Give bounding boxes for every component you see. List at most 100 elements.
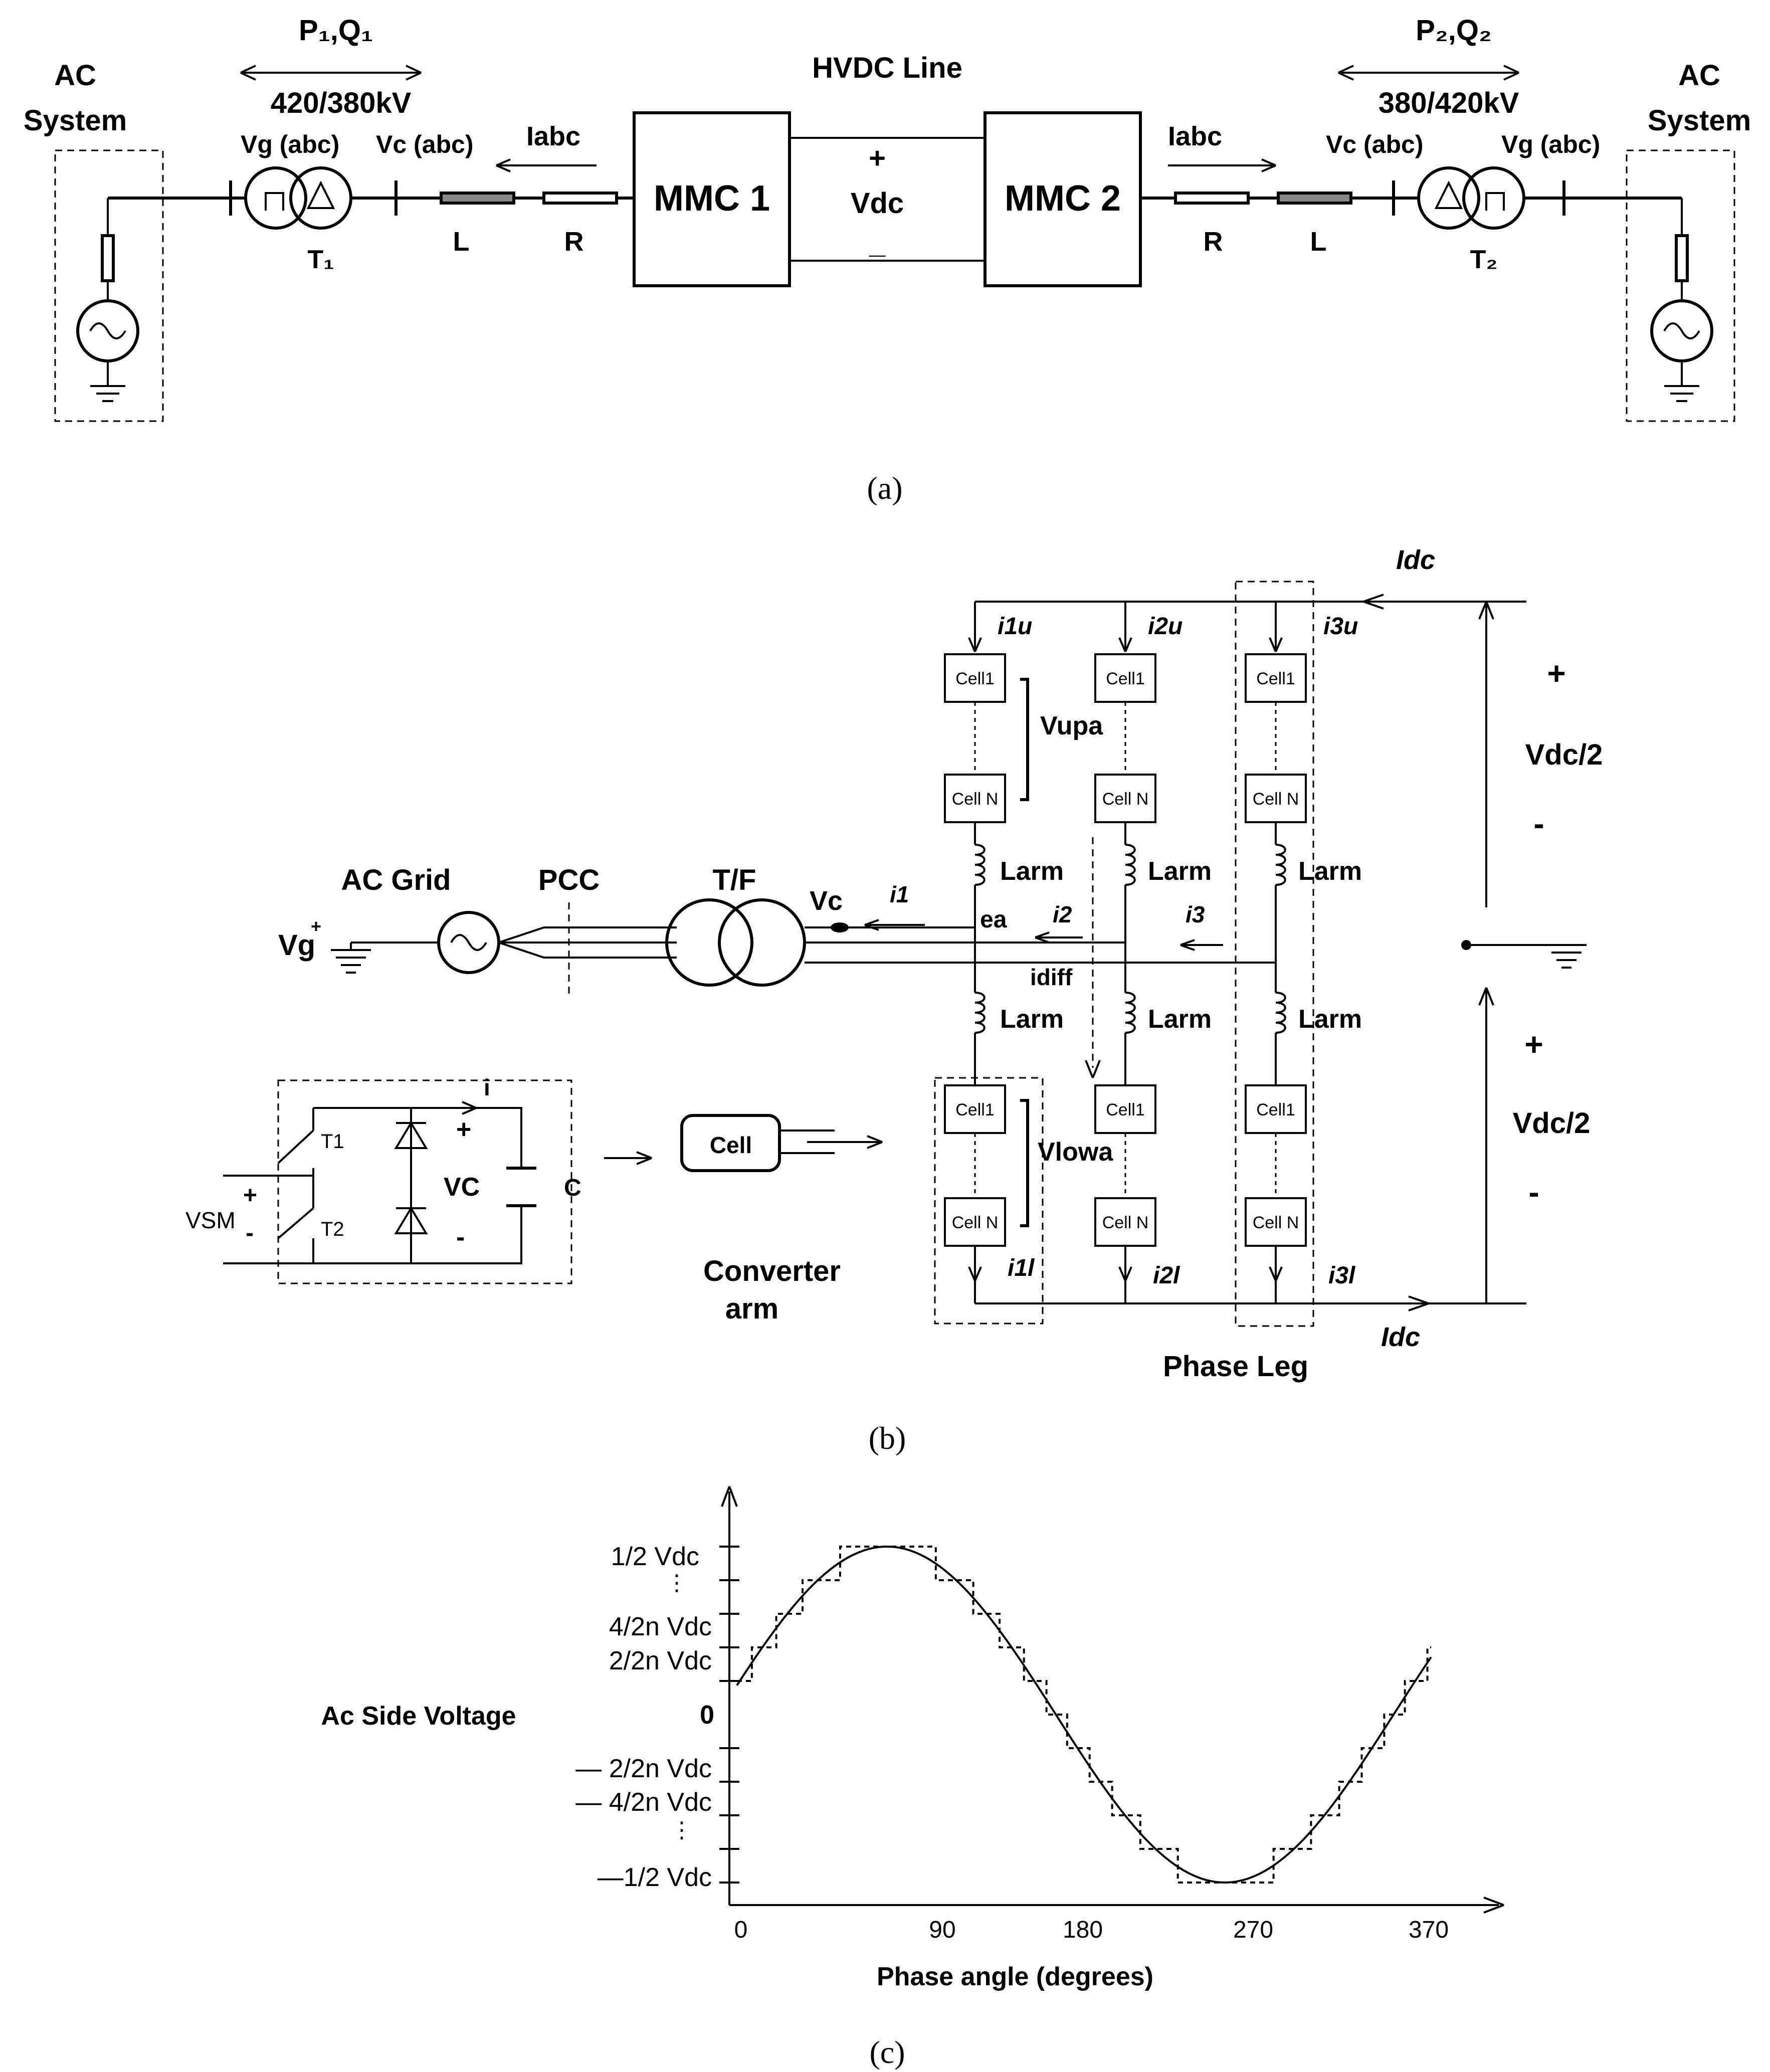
celln-upper-leg2 — [1094, 774, 1156, 823]
ytick-4-2n: 4/2n Vdc — [609, 1612, 712, 1641]
vc-left: Vc (abc) — [376, 130, 474, 158]
vg-left: Vg (abc) — [241, 130, 339, 158]
vc-label: Vc — [810, 886, 843, 916]
dc-minus: _ — [869, 227, 886, 260]
ac-system-left-line1: AC — [54, 59, 96, 92]
xtick-90: 90 — [929, 1917, 955, 1943]
switch-t2 — [277, 1168, 314, 1239]
cell1-lower-leg3 — [1245, 1084, 1307, 1134]
i3l-label: i3l — [1328, 1262, 1356, 1289]
idc-top: Idc — [1396, 545, 1435, 575]
vdc-label: Vdc — [851, 187, 904, 220]
tf-label: T/F — [713, 864, 756, 896]
cell-block — [680, 1114, 781, 1172]
resistor-r-right — [1174, 192, 1250, 205]
ground-grid-icon — [331, 949, 371, 974]
ytick-half: 1/2 Vdc — [611, 1542, 699, 1571]
dc-minus-bottom: - — [1528, 1174, 1539, 1210]
ytick-neg-half: —1/2 Vdc — [598, 1863, 712, 1892]
mmc1-box — [633, 111, 791, 287]
submodule-box — [277, 1079, 572, 1284]
iabc-left: Iabc — [526, 121, 580, 151]
vc-minus: - — [456, 1223, 465, 1252]
t2-label: T₂ — [1470, 245, 1498, 274]
mmc2-box — [984, 111, 1142, 287]
celln-upper-leg2-label: Cell N — [1102, 790, 1149, 809]
ac-system-right-line2: System — [1648, 104, 1751, 137]
vg-right: Vg (abc) — [1501, 130, 1600, 158]
dc-plus: + — [869, 142, 886, 174]
transformer-t1-primary — [244, 166, 307, 230]
voltage-380-420: 380/420kV — [1379, 87, 1519, 119]
pcc-label: PCC — [538, 864, 600, 896]
phase-leg-label: Phase Leg — [1163, 1350, 1308, 1383]
sine-wave — [736, 1545, 1432, 1884]
converter-arm-line1: Converter — [703, 1255, 841, 1287]
xtick-180: 180 — [1063, 1917, 1103, 1943]
vc-plus: + — [456, 1115, 471, 1144]
idiff-label: idiff — [1030, 964, 1073, 990]
cell1-upper-leg3-label: Cell1 — [1256, 669, 1295, 688]
resistor-left — [101, 234, 115, 282]
vsm-minus: - — [246, 1220, 254, 1246]
ground-dc-icon — [1546, 944, 1587, 969]
mmc1-label: MMC 1 — [654, 178, 770, 219]
cell1-upper-leg1 — [944, 653, 1006, 703]
t1-label: T₁ — [307, 245, 334, 274]
t2-switch-label: T2 — [321, 1218, 344, 1240]
vdc2-top: Vdc/2 — [1525, 738, 1603, 771]
hvdc-line-label: HVDC Line — [812, 52, 962, 84]
x-axis-label: Phase angle (degrees) — [877, 1962, 1153, 1991]
diode-lower — [394, 1206, 428, 1234]
r-label-right: R — [1204, 227, 1223, 257]
phase-leg-3: Cell1 Cell N Cell1 Cell N — [1235, 581, 1314, 1327]
ground-right-icon — [1664, 385, 1699, 402]
larm-label-1u: Larm — [1000, 857, 1064, 886]
i2u-label: i2u — [1148, 613, 1183, 640]
xtick-0: 0 — [734, 1917, 748, 1943]
vlowa-label: Vlowa — [1038, 1138, 1113, 1167]
inductor-l-right — [1277, 192, 1352, 205]
i1u-label: i1u — [998, 613, 1032, 640]
panel-c: 1/2 Vdc ⋮ 4/2n Vdc 2/2n Vdc 0 — 2/2n Vdc… — [321, 1486, 1504, 2070]
larm-upper-leg2 — [1125, 844, 1136, 886]
r-label-left: R — [564, 227, 584, 257]
vsm-label: VSM — [185, 1207, 236, 1233]
vc-right: Vc (abc) — [1326, 130, 1424, 158]
vc-node — [831, 922, 849, 932]
larm-label-2l: Larm — [1148, 1005, 1212, 1034]
larm-label-3u: Larm — [1298, 857, 1362, 886]
celln-upper-leg3 — [1245, 774, 1307, 823]
pq2-label: P₂,Q₂ — [1416, 14, 1491, 47]
celln-lower-leg3 — [1245, 1197, 1307, 1247]
l-label-right: L — [1310, 227, 1327, 257]
vupa-bracket — [1020, 678, 1029, 801]
caption-a: (a) — [867, 470, 902, 506]
larm-label-2u: Larm — [1148, 857, 1212, 886]
idc-bottom: Idc — [1381, 1322, 1420, 1352]
svg-text:⋮: ⋮ — [666, 1571, 688, 1595]
phase-leg-box — [1235, 581, 1314, 1327]
cell1-upper-leg1-label: Cell1 — [955, 669, 994, 688]
panel-a: AC System AC System P₁,Q₁ 420/380kV P₂,Q… — [24, 14, 1751, 506]
larm-upper-leg3 — [1275, 844, 1286, 886]
cell1-upper-leg3 — [1245, 653, 1307, 703]
i-label: i — [484, 1074, 490, 1100]
pq1-label: P₁,Q₁ — [299, 14, 373, 47]
celln-lower-leg2 — [1094, 1197, 1156, 1247]
i2-label: i2 — [1053, 901, 1072, 927]
larm-lower-leg2 — [1125, 992, 1136, 1034]
ac-system-right-line1: AC — [1678, 59, 1720, 92]
i2l-label: i2l — [1153, 1262, 1181, 1289]
diode-upper — [394, 1121, 428, 1149]
vg-plus: + — [311, 916, 321, 936]
dc-minus-top: - — [1533, 806, 1544, 842]
vg-label: Vg — [278, 929, 315, 962]
converter-arm-line2: arm — [725, 1292, 778, 1325]
tf-primary-coil — [665, 898, 753, 987]
larm-label-1l: Larm — [1000, 1005, 1064, 1034]
celln-upper-leg1-label: Cell N — [952, 790, 999, 809]
i1l-label: i1l — [1008, 1255, 1035, 1281]
cell1-lower-leg1-label: Cell1 — [955, 1100, 994, 1119]
ground-left-icon — [90, 385, 125, 402]
